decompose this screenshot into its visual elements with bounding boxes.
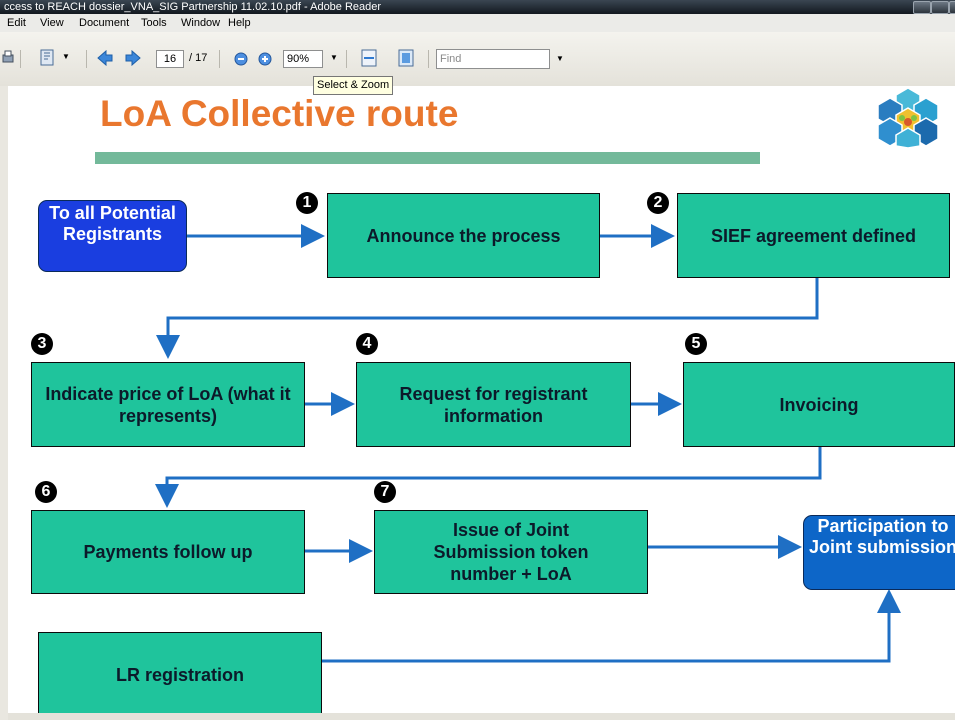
menu-tools[interactable]: Tools	[141, 17, 167, 29]
next-page-icon[interactable]	[124, 50, 142, 66]
step-badge-6: 6	[35, 481, 57, 503]
menu-window[interactable]: Window	[181, 17, 221, 29]
toolbar-separator	[86, 50, 87, 68]
indicate-price-box: Indicate price of LoA (what it represent…	[31, 362, 305, 447]
toolbar-separator	[346, 50, 347, 68]
indicate-price-label: Indicate price of LoA (what it represent…	[45, 383, 291, 426]
participation-box: Participation to Joint submission	[803, 515, 955, 590]
toolbar-separator	[20, 50, 21, 68]
step-badge-1: 1	[296, 192, 318, 214]
minimize-button[interactable]	[913, 1, 931, 14]
zoom-dropdown-icon[interactable]: ▼	[330, 53, 338, 62]
zoom-out-icon[interactable]	[234, 52, 248, 66]
zoom-in-icon[interactable]	[258, 52, 272, 66]
toolbar-separator	[428, 50, 429, 68]
page-number-input[interactable]: 16	[156, 50, 184, 68]
step-badge-7: 7	[374, 481, 396, 503]
sief-agreement-label: SIEF agreement defined	[710, 225, 917, 246]
maximize-button[interactable]	[931, 1, 949, 14]
select-dropdown-icon[interactable]: ▼	[62, 52, 70, 61]
issue-token-box: Issue of Joint Submission token number +…	[374, 510, 648, 594]
menu-bar: Edit View Document Tools Window Help	[0, 14, 955, 32]
close-button[interactable]	[949, 1, 955, 14]
announce-process-label: Announce the process	[366, 225, 561, 246]
payments-follow-up-box: Payments follow up	[31, 510, 305, 594]
invoicing-label: Invoicing	[779, 394, 859, 415]
horizontal-scrollbar[interactable]	[8, 713, 955, 720]
window-title: ccess to REACH dossier_VNA_SIG Partnersh…	[4, 1, 382, 13]
step-badge-3: 3	[31, 333, 53, 355]
arrow-lr-to-participation	[322, 589, 901, 663]
lr-registration-label: LR registration	[115, 665, 244, 685]
previous-page-icon[interactable]	[96, 50, 114, 66]
menu-view[interactable]: View	[40, 17, 64, 29]
menu-edit[interactable]: Edit	[7, 17, 26, 29]
window-title-bar: ccess to REACH dossier_VNA_SIG Partnersh…	[0, 0, 955, 14]
title-underline	[95, 152, 760, 164]
slide-title: LoA Collective route	[100, 93, 459, 134]
page-total-label: / 17	[189, 52, 208, 64]
menu-document[interactable]: Document	[79, 17, 130, 29]
lr-registration-box: LR registration	[38, 632, 322, 718]
arrow-invoicing-to-payments	[155, 446, 822, 508]
payments-follow-up-label: Payments follow up	[83, 542, 253, 562]
find-dropdown-icon[interactable]: ▼	[556, 54, 564, 63]
step-badge-4: 4	[356, 333, 378, 355]
invoicing-box: Invoicing	[683, 362, 955, 447]
step-badge-5: 5	[685, 333, 707, 355]
menu-help[interactable]: Help	[228, 17, 251, 29]
tooltip: Select & Zoom	[313, 76, 394, 95]
toolbar: ▼ 16 / 17 90% ▼ Find ▼	[0, 32, 955, 87]
fit-page-icon[interactable]	[397, 48, 415, 68]
hexagon-logo-icon	[877, 87, 939, 148]
participation-label: Participation to Joint submission	[808, 516, 955, 557]
potential-registrants-label: To all Potential Registrants	[49, 203, 176, 244]
toolbar-separator	[219, 50, 220, 68]
find-input[interactable]: Find	[436, 49, 550, 69]
request-info-box: Request for registrant information	[356, 362, 631, 447]
print-icon[interactable]	[2, 50, 14, 66]
select-tool-icon[interactable]	[38, 48, 60, 68]
arrow-sief-to-price	[156, 278, 819, 359]
step-badge-2: 2	[647, 192, 669, 214]
request-info-label: Request for registrant information	[399, 383, 588, 426]
potential-registrants-box: To all Potential Registrants	[38, 200, 187, 272]
fit-width-icon[interactable]	[360, 48, 378, 68]
sief-agreement-box: SIEF agreement defined	[677, 193, 950, 278]
zoom-level-input[interactable]: 90%	[283, 50, 323, 68]
issue-token-label: Issue of Joint Submission token number +…	[433, 520, 589, 584]
announce-process-box: Announce the process	[327, 193, 600, 278]
